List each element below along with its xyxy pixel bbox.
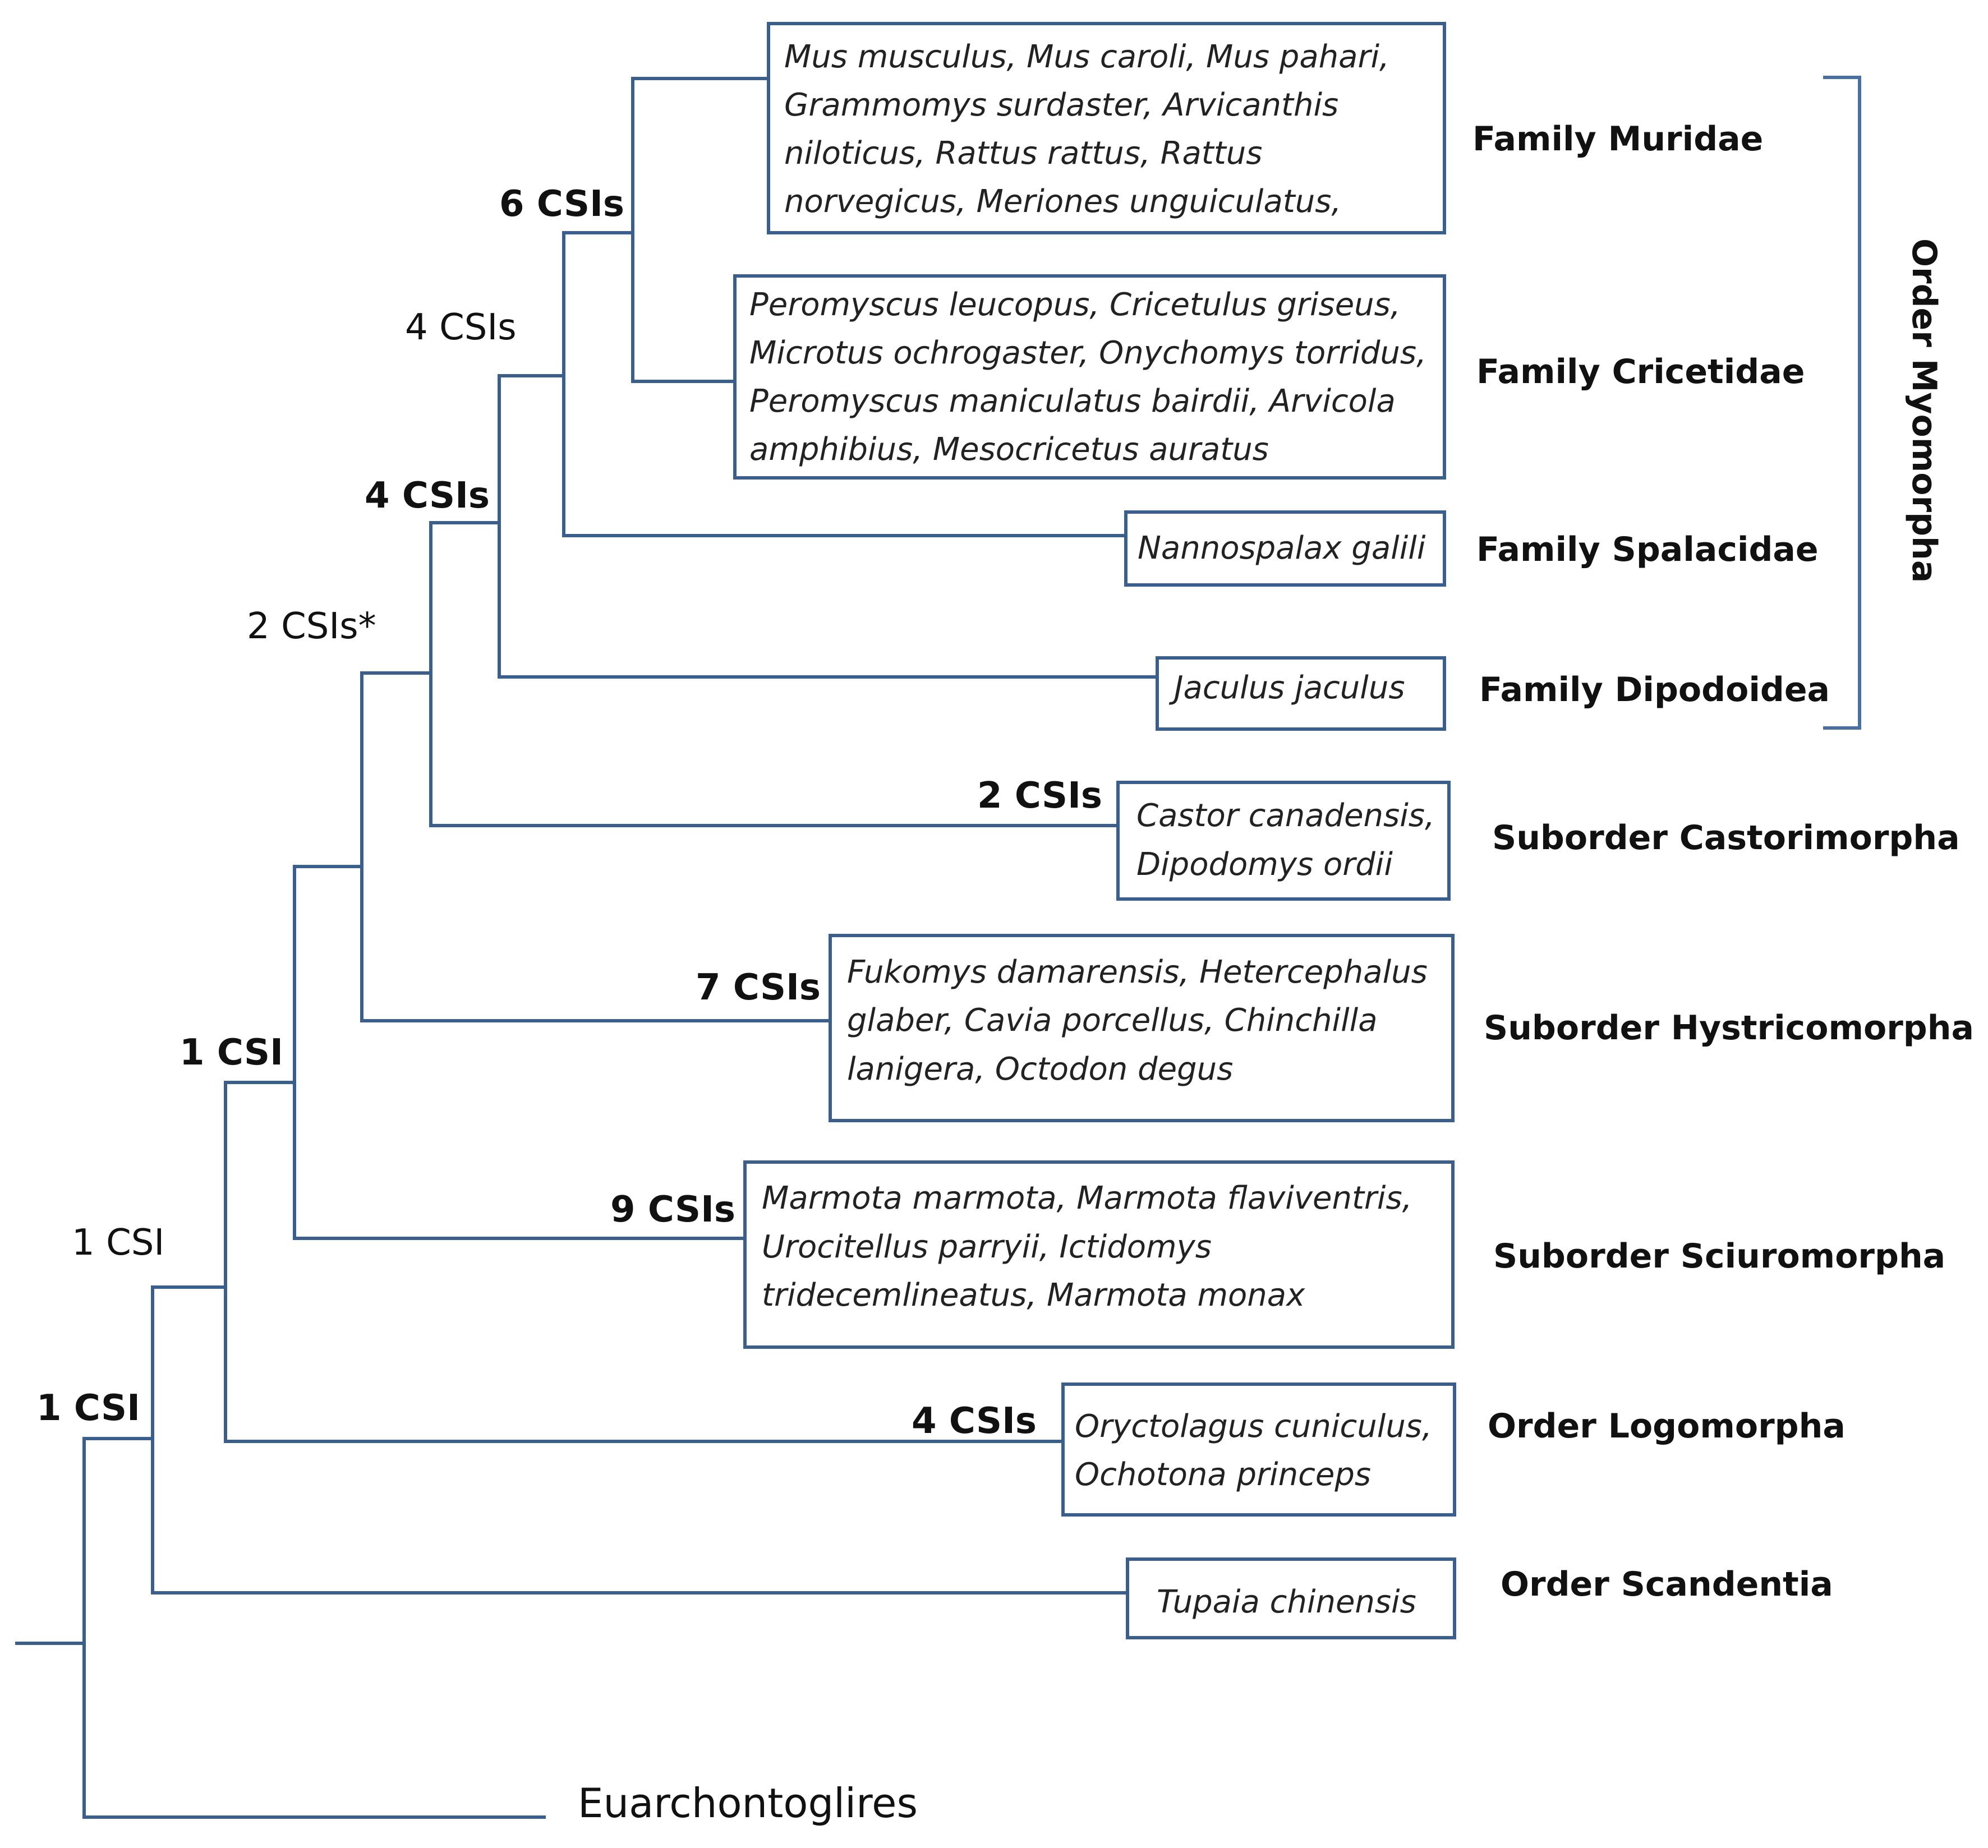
species-box-hystricomorpha: Fukomys damarensis, Hetercephalus glaber…: [829, 934, 1455, 1122]
species-box-cricetidae: Peromyscus leucopus, Cricetulus griseus,…: [733, 274, 1446, 480]
species-line: Castor canadensis,: [1136, 798, 1435, 834]
species-box-spalacidae: Nannospalax galili: [1124, 510, 1446, 587]
species-box-dipodoidea: Jaculus jaculus: [1156, 656, 1446, 731]
species-line: tridecemlineatus, Marmota monax: [762, 1277, 1305, 1314]
species-line: norvegicus, Meriones unguiculatus,: [784, 183, 1341, 220]
branch-csi-label: 4 CSIs: [912, 1400, 1037, 1442]
species-line: Microtus ochrogaster, Onychomys torridus…: [749, 335, 1426, 371]
taxon-label-sciuromorpha: Suborder Sciuromorpha: [1493, 1237, 1945, 1276]
species-line: Oryctolagus cuniculus,: [1075, 1408, 1432, 1445]
taxon-label-logomorpha: Order Logomorpha: [1488, 1407, 1846, 1446]
species-line: Marmota marmota, Marmota flaviventris,: [762, 1180, 1412, 1216]
species-box-logomorpha: Oryctolagus cuniculus, Ochotona princeps: [1061, 1382, 1456, 1517]
node-csi-label: 1 CSI: [36, 1388, 140, 1429]
node-csi-label: 4 CSIs: [405, 307, 517, 348]
species-box-muridae: Mus musculus, Mus caroli, Mus pahari, Gr…: [767, 22, 1446, 234]
taxon-label-spalacidae: Family Spalacidae: [1476, 530, 1819, 569]
species-line: Peromyscus maniculatus bairdii, Arvicola: [749, 383, 1396, 420]
node-csi-label: 2 CSIs*: [247, 606, 376, 647]
group-label-myomorpha: Order Myomorpha: [1904, 238, 1944, 583]
tree-branches: [15, 77, 1159, 1819]
node-csi-label: 1 CSI: [72, 1222, 164, 1264]
branch-csi-label: 9 CSIs: [610, 1189, 735, 1231]
species-line: Mus musculus, Mus caroli, Mus pahari,: [784, 39, 1389, 75]
branch-csi-label: 7 CSIs: [696, 967, 821, 1008]
species-line: amphibius, Mesocricetus auratus: [749, 431, 1269, 468]
species-line: Tupaia chinensis: [1157, 1584, 1416, 1620]
taxon-label-dipodoidea: Family Dipodoidea: [1479, 670, 1830, 709]
species-line: Jaculus jaculus: [1168, 670, 1405, 706]
species-boxes: Mus musculus, Mus caroli, Mus pahari, Gr…: [733, 22, 1456, 1639]
taxon-label-castorimorpha: Suborder Castorimorpha: [1492, 818, 1960, 858]
species-line: Peromyscus leucopus, Cricetulus griseus,: [749, 287, 1401, 323]
node-csi-label: 4 CSIs: [365, 475, 490, 517]
species-line: Urocitellus parryii, Ictidomys: [762, 1229, 1212, 1265]
species-line: glaber, Cavia porcellus, Chinchilla: [847, 1002, 1378, 1039]
species-line: Dipodomys ordii: [1136, 846, 1393, 883]
node-csi-label: 1 CSI: [180, 1032, 283, 1073]
species-line: Fukomys damarensis, Hetercephalus: [847, 954, 1428, 990]
taxon-label-cricetidae: Family Cricetidae: [1476, 352, 1805, 391]
node-labels: 1 CSI 1 CSI 1 CSI 2 CSIs* 4 CSIs 4 CSIs …: [36, 183, 624, 1429]
species-box-scandentia: Tupaia chinensis: [1126, 1557, 1456, 1639]
species-line: Ochotona princeps: [1075, 1457, 1371, 1493]
node-csi-label: 6 CSIs: [499, 183, 624, 225]
myomorpha-bracket: Order Myomorpha: [1823, 76, 1944, 730]
branch-labels: 2 CSIs 7 CSIs 9 CSIs 4 CSIs: [610, 775, 1102, 1442]
branch-csi-label: 2 CSIs: [977, 775, 1102, 817]
species-box-sciuromorpha: Marmota marmota, Marmota flaviventris, U…: [743, 1160, 1455, 1349]
taxon-label-muridae: Family Muridae: [1472, 119, 1763, 159]
species-line: lanigera, Octodon degus: [847, 1051, 1233, 1087]
species-line: Nannospalax galili: [1138, 530, 1426, 566]
taxon-label-scandentia: Order Scandentia: [1501, 1565, 1833, 1604]
taxon-labels: Family Muridae Family Cricetidae Family …: [1472, 119, 1974, 1604]
outgroup-label: Euarchontoglires: [578, 1780, 918, 1827]
taxon-label-hystricomorpha: Suborder Hystricomorpha: [1484, 1008, 1974, 1048]
species-box-castorimorpha: Castor canadensis, Dipodomys ordii: [1116, 781, 1451, 901]
species-line: Grammomys surdaster, Arvicanthis: [784, 87, 1338, 123]
species-line: niloticus, Rattus rattus, Rattus: [784, 135, 1262, 172]
